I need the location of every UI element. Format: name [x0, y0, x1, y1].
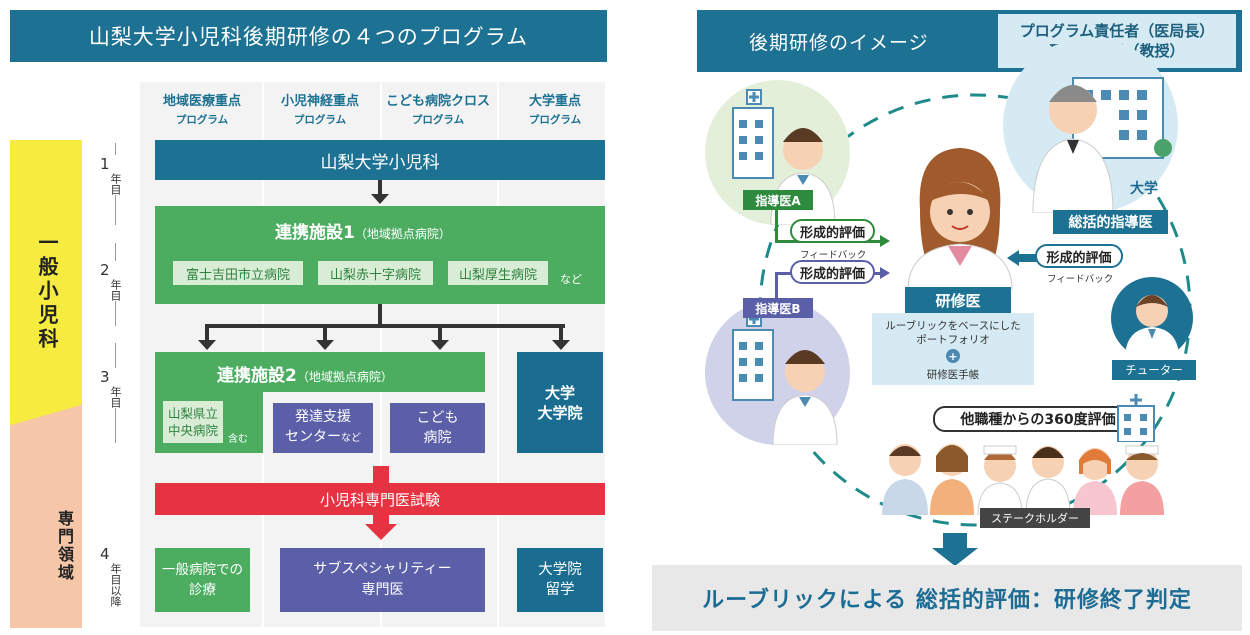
- etc-label: など: [560, 273, 582, 286]
- university-label: 大学: [1130, 181, 1158, 197]
- supervisor-a-label: 指導医A: [743, 190, 813, 210]
- graduate-study-abroad: 大学院留学: [517, 548, 603, 612]
- arrow-down-icon: [316, 340, 334, 350]
- affiliated-facility-2: 連携施設2（地域拠点病院）: [155, 352, 485, 392]
- feedback-c-label: フィードバック: [1047, 274, 1114, 285]
- hospital-yamanashi-red-cross: 山梨赤十字病院: [318, 261, 433, 285]
- feedback-a-label: フィードバック: [800, 250, 867, 261]
- hospital-yamanashi-central: 山梨県立中央病院: [163, 401, 223, 443]
- arrow-down-icon: [552, 340, 570, 350]
- hospital-doctor-icon: [732, 311, 838, 446]
- branch-drop: [205, 324, 209, 342]
- branch-drop: [323, 324, 327, 342]
- supervisor-b-label: 指導医B: [743, 298, 813, 318]
- exam-arrow-stem: [373, 515, 389, 525]
- connector-b: [775, 272, 778, 300]
- year-marker-2: 2 年目: [100, 243, 130, 338]
- band-specialty-label: 専門領域: [55, 510, 74, 582]
- branch-drop: [438, 324, 442, 342]
- branch-line: [205, 324, 565, 328]
- formative-eval-b: 形成的評価: [790, 260, 875, 284]
- facility-2-left-column: 山梨県立中央病院 含む: [155, 390, 263, 453]
- column-header-university: 大学重点プログラム: [528, 94, 582, 126]
- resident-label: 研修医: [905, 287, 1011, 313]
- tutor-circle: [1111, 277, 1193, 359]
- portfolio-line1: ルーブリックをベースにした: [885, 320, 1021, 332]
- university-circle: [1003, 38, 1178, 214]
- column-header-regional: 地域医療重点プログラム: [162, 94, 241, 126]
- portfolio-box: ルーブリックをベースにした ポートフォリオ + 研修医手帳: [872, 313, 1034, 385]
- arrow-right-icon: [880, 235, 890, 247]
- university-graduate-school: 大学大学院: [517, 352, 603, 453]
- summative-supervisor-label: 総括的指導医: [1053, 210, 1168, 234]
- stakeholders-group-icon: [882, 444, 1164, 515]
- conclusion-banner: ルーブリックによる 総括的評価：研修終了判定: [652, 565, 1242, 631]
- hospital-yamanashi-kosei: 山梨厚生病院: [448, 261, 548, 285]
- year-marker-3: 3 年目: [100, 343, 130, 453]
- resident-doctor-icon: [907, 148, 1013, 290]
- pediatric-board-exam: 小児科専門医試験: [155, 483, 605, 515]
- affiliated-facility-1: 連携施設1（地域拠点病院） 富士吉田市立病院 山梨赤十字病院 山梨厚生病院 など: [155, 206, 605, 304]
- connector-c: [1018, 254, 1038, 262]
- arrow-down-icon: [365, 524, 397, 540]
- arrow-right-icon: [880, 267, 890, 279]
- supervisor-a-circle: [705, 80, 850, 226]
- hospital-icon: [1117, 394, 1155, 442]
- left-title: 山梨大学小児科後期研修の４つのプログラム: [10, 10, 607, 62]
- formative-eval-a: 形成的評価: [790, 219, 875, 243]
- band-general-label: 一般小児科: [35, 232, 59, 352]
- childrens-hospital: こども病院: [390, 403, 485, 453]
- university-building-icon: [1032, 77, 1172, 214]
- column-header-neuro: 小児神経重点プログラム: [280, 94, 359, 126]
- hospital-doctor-icon: [732, 89, 836, 226]
- column-header-childrens-cross: こども病院クロスプログラム: [385, 94, 490, 126]
- supervisor-b-circle: [705, 300, 850, 446]
- handbook-label: 研修医手帳: [926, 369, 980, 381]
- stakeholder-label: ステークホルダー: [980, 508, 1090, 528]
- plus-icon: +: [946, 349, 960, 363]
- developmental-support-center: 発達支援 センターなど: [273, 403, 373, 453]
- arrow-left-icon: [1007, 250, 1019, 266]
- connector-a: [775, 210, 778, 242]
- general-hospital-practice: 一般病院での診療: [155, 548, 250, 612]
- year-marker-4: 4 年目以降: [100, 545, 122, 607]
- subspecialty-specialist: サブスペシャリティー専門医: [280, 548, 485, 612]
- arrow-down-icon: [932, 548, 978, 566]
- tutor-label: チューター: [1112, 360, 1196, 380]
- grid-separator: [497, 82, 499, 627]
- evaluation-360-label: 他職種からの360度評価: [933, 406, 1143, 432]
- formative-eval-c: 形成的評価: [1035, 244, 1123, 268]
- conclusion-arrow-stem: [943, 533, 967, 549]
- hospital-fujiyoshida: 富士吉田市立病院: [173, 261, 303, 285]
- general-specialty-band: [10, 140, 82, 628]
- arrow-stem: [378, 180, 382, 195]
- arrow-down-icon: [431, 340, 449, 350]
- branch-drop: [559, 324, 563, 342]
- branch-stem: [378, 304, 382, 326]
- arrow-down-icon: [371, 194, 389, 204]
- arrow-down-icon: [198, 340, 216, 350]
- year-marker-1: 1 年目: [100, 143, 130, 238]
- includes-label: 含む: [228, 434, 248, 445]
- exam-arrow-stem: [373, 466, 389, 484]
- portfolio-line2: ポートフォリオ: [916, 334, 990, 346]
- tutor-person-icon: [1125, 295, 1179, 359]
- right-title: 後期研修のイメージ: [697, 10, 1000, 72]
- yamanashi-university-bar: 山梨大学小児科: [155, 140, 605, 180]
